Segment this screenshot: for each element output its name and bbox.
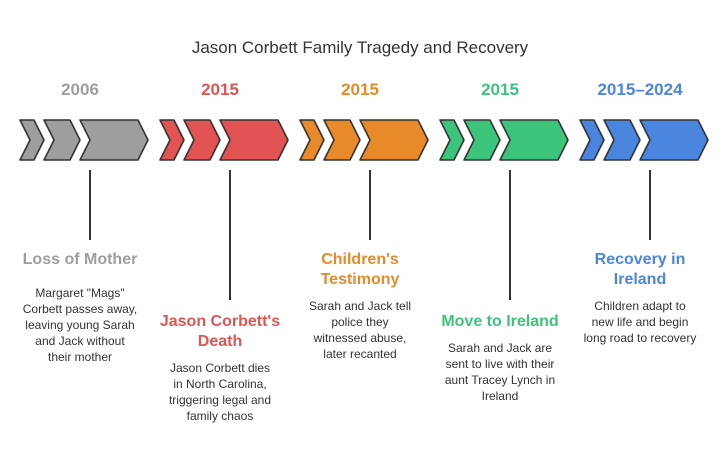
chevron-large <box>359 119 429 161</box>
stage-connector <box>89 170 91 240</box>
chevron-small-1 <box>299 119 325 161</box>
chevron-small-1 <box>579 119 605 161</box>
chevron-small-1 <box>159 119 185 161</box>
chevron-arrows-icon <box>579 119 709 161</box>
stage-year: 2015 <box>481 80 519 99</box>
stage-connector <box>369 170 371 240</box>
chevron-small-2 <box>603 119 641 161</box>
chevron-small-2 <box>183 119 221 161</box>
stage-connector <box>649 170 651 240</box>
diagram-title: Jason Corbett Family Tragedy and Recover… <box>191 38 529 57</box>
timeline-stage-2015-testimony: 2015 Children's Testimony Sarah and Jack… <box>290 0 430 460</box>
chevron-large <box>499 119 569 161</box>
chevron-small-1 <box>439 119 465 161</box>
stage-heading: Loss of Mother <box>22 251 138 268</box>
timeline-stage-2015-death: 2015 Jason Corbett's Death Jason Corbett… <box>150 0 290 460</box>
chevron-large <box>639 119 709 161</box>
stage-description: Jason Corbett dies in North Carolina, tr… <box>168 361 272 423</box>
stage-description: Sarah and Jack are sent to live with the… <box>444 341 556 403</box>
stage-description: Children adapt to new life and begin lon… <box>583 299 697 345</box>
timeline-stage-2015-move: 2015 Move to Ireland Sarah and Jack are … <box>430 0 570 460</box>
stage-description: Sarah and Jack tell police they witnesse… <box>308 299 412 361</box>
timeline-stage-2015-2024-recovery: 2015–2024 Recovery in Ireland Children a… <box>570 0 710 460</box>
stage-year: 2006 <box>61 80 99 99</box>
stage-heading: Recovery in Ireland <box>594 251 686 288</box>
chevron-arrows-icon <box>19 119 149 161</box>
stage-heading: Jason Corbett's Death <box>159 313 281 350</box>
stage-description: Margaret "Mags" Corbett passes away, lea… <box>22 286 138 364</box>
chevron-small-2 <box>323 119 361 161</box>
chevron-small-1 <box>19 119 45 161</box>
chevron-arrows-icon <box>299 119 429 161</box>
chevron-arrows-icon <box>159 119 289 161</box>
timeline-stage-2006: 2006 Loss of Mother Margaret "Mags" Corb… <box>10 0 150 460</box>
stage-heading: Children's Testimony <box>320 251 400 288</box>
stage-connector <box>229 170 231 300</box>
chevron-arrows-icon <box>439 119 569 161</box>
stage-year: 2015–2024 <box>597 80 683 99</box>
stage-year: 2015 <box>201 80 239 99</box>
stage-year: 2015 <box>341 80 379 99</box>
chevron-small-2 <box>463 119 501 161</box>
stage-heading: Move to Ireland <box>441 313 559 330</box>
chevron-large <box>219 119 289 161</box>
chevron-small-2 <box>43 119 81 161</box>
chevron-large <box>79 119 149 161</box>
stage-connector <box>509 170 511 300</box>
